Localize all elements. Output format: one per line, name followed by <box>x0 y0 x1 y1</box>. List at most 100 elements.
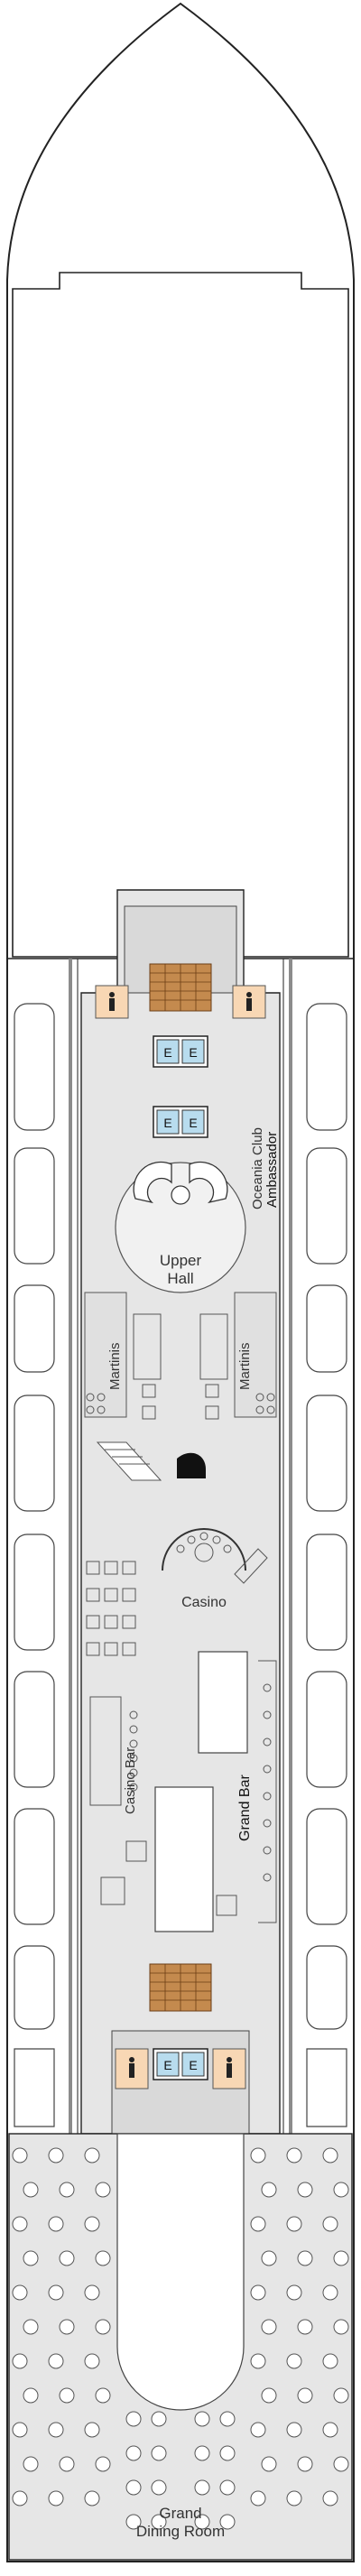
dining-table <box>333 2387 349 2404</box>
dining-table <box>59 2319 75 2335</box>
dining-table <box>261 2387 277 2404</box>
dining-table <box>194 2514 210 2530</box>
dining-table <box>84 2422 100 2438</box>
dining-table <box>95 2387 111 2404</box>
dining-table <box>84 2147 100 2164</box>
casino-bar-label: Casino Bar <box>123 1747 138 1814</box>
restroom-icon <box>95 985 129 1019</box>
dining-table <box>333 2319 349 2335</box>
dining-table <box>48 2216 64 2232</box>
dining-table <box>12 2353 28 2369</box>
upper-hall-label-line2: Hall <box>167 1270 193 1287</box>
dining-table <box>286 2353 302 2369</box>
grand-dining-room-label-line2: Dining Room <box>136 2523 225 2540</box>
dining-table <box>322 2353 338 2369</box>
dining-table <box>48 2422 64 2438</box>
dining-table <box>48 2284 64 2301</box>
dining-table <box>219 2479 236 2496</box>
dining-table <box>125 2411 142 2427</box>
dining-table <box>322 2147 338 2164</box>
dining-table <box>84 2490 100 2507</box>
dining-table <box>125 2514 142 2530</box>
forward-stairs <box>149 963 212 1012</box>
dining-table <box>219 2445 236 2461</box>
elevator-bank-aft: E E <box>153 2048 208 2080</box>
dining-table <box>333 2250 349 2266</box>
martinis-bar-starboard <box>199 1292 277 1420</box>
dining-table <box>125 2479 142 2496</box>
dining-table <box>322 2422 338 2438</box>
dining-table <box>151 2411 167 2427</box>
interior-floor <box>80 889 281 2135</box>
dining-table <box>297 2319 313 2335</box>
dining-table <box>151 2514 167 2530</box>
elevator-icon: E <box>189 1045 197 1060</box>
dining-table <box>59 2182 75 2198</box>
elevator-bank-forward-2: E E <box>153 1106 208 1138</box>
casino-label: Casino <box>181 1595 227 1610</box>
dining-table <box>23 2456 39 2472</box>
starboard-lifeboats <box>306 1003 347 2127</box>
dining-table <box>84 2216 100 2232</box>
central-core-lower <box>154 1786 214 1932</box>
aft-stairs <box>149 1963 212 2012</box>
dining-table <box>95 2182 111 2198</box>
dining-table <box>250 2422 266 2438</box>
bow-upper-structure <box>12 272 349 958</box>
ambassador-label: Ambassador <box>264 1132 280 1208</box>
dining-table <box>297 2387 313 2404</box>
dining-table <box>23 2319 39 2335</box>
central-core-upper <box>198 1651 248 1754</box>
dining-table <box>95 2319 111 2335</box>
dining-table <box>23 2387 39 2404</box>
dining-tables <box>12 2147 349 2530</box>
dining-table <box>59 2250 75 2266</box>
grand-bar-label: Grand Bar <box>237 1774 253 1841</box>
dining-table <box>12 2147 28 2164</box>
dining-table <box>286 2490 302 2507</box>
grand-bar <box>216 1660 277 1923</box>
dining-table <box>151 2479 167 2496</box>
piano-icon <box>177 1452 206 1478</box>
dining-table <box>333 2456 349 2472</box>
dining-table <box>286 2216 302 2232</box>
dining-table <box>194 2479 210 2496</box>
martinis-label-starboard: Martinis <box>237 1342 253 1390</box>
martinis-label-port: Martinis <box>107 1342 123 1390</box>
dining-table <box>286 2422 302 2438</box>
dining-table <box>151 2445 167 2461</box>
elevator-icon: E <box>163 1045 171 1060</box>
dining-table <box>322 2284 338 2301</box>
upper-hall-atrium: Upper Hall <box>115 1161 246 1293</box>
elevator-icon: E <box>189 1116 197 1130</box>
dining-table <box>261 2182 277 2198</box>
dining-table <box>12 2284 28 2301</box>
dining-table <box>59 2456 75 2472</box>
dining-table <box>23 2182 39 2198</box>
dining-table <box>12 2216 28 2232</box>
restroom-icon <box>212 2048 246 2090</box>
dining-table <box>95 2456 111 2472</box>
casino-area <box>86 1528 268 1656</box>
casino-bar <box>89 1696 147 1905</box>
dining-table <box>322 2216 338 2232</box>
dining-table <box>125 2445 142 2461</box>
oceania-club-label: Oceania Club <box>250 1127 265 1209</box>
dining-table <box>250 2353 266 2369</box>
dining-room-center-station <box>116 2133 245 2411</box>
dining-table <box>48 2147 64 2164</box>
dining-table <box>12 2490 28 2507</box>
dining-table <box>297 2456 313 2472</box>
dining-table <box>250 2284 266 2301</box>
restroom-icon <box>115 2048 149 2090</box>
dining-table <box>261 2250 277 2266</box>
port-lifeboats <box>14 1003 55 2127</box>
dining-table <box>219 2411 236 2427</box>
dining-table <box>261 2456 277 2472</box>
dining-table <box>23 2250 39 2266</box>
dining-table <box>286 2284 302 2301</box>
grand-dining-room-label-line1: Grand <box>159 2505 201 2522</box>
dining-table <box>48 2353 64 2369</box>
dining-table <box>297 2250 313 2266</box>
